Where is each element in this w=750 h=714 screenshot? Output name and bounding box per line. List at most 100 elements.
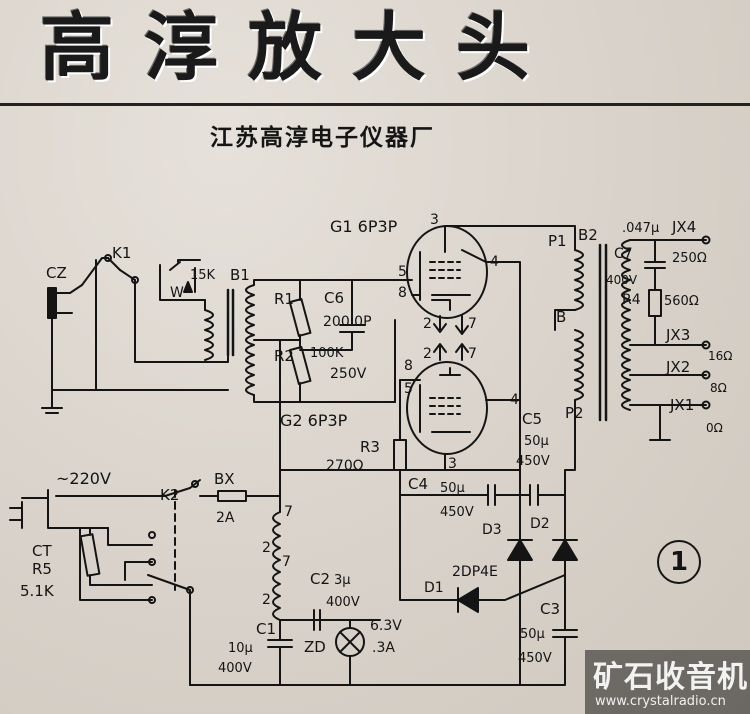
resistor-r4 <box>648 289 662 346</box>
label-k2: K2 <box>160 486 179 504</box>
label-zd: ZD <box>304 638 326 656</box>
label-c4-volt: 450V <box>440 505 474 520</box>
terminal-jx3 <box>701 340 711 350</box>
capacitor-c4 <box>469 484 521 506</box>
label-c5-value: 50μ <box>524 434 549 449</box>
label-c4: C4 <box>408 475 428 493</box>
label-b1: B1 <box>230 266 250 284</box>
pin-7-bot: 7 <box>468 346 477 362</box>
label-b: B <box>556 308 566 326</box>
capacitor-c2 <box>304 609 336 631</box>
label-jx3: JX3 <box>665 326 690 344</box>
label-r5: R5 <box>32 560 52 578</box>
watermark: 矿石收音机 www.crystalradio.cn <box>585 650 750 714</box>
label-jx4-imp: 250Ω <box>672 251 707 266</box>
potentiometer-w <box>159 259 206 311</box>
label-g1: G1 6P3P <box>330 217 398 236</box>
label-w-value: 15K <box>190 268 216 283</box>
label-r3-value: 270Ω <box>326 458 364 474</box>
label-c5: C5 <box>522 410 542 428</box>
choke-pin-2a: 2 <box>262 540 271 556</box>
label-jx3-imp: 16Ω <box>708 349 732 363</box>
label-c2-volt: 400V <box>326 595 360 610</box>
label-c1-volt: 400V <box>218 661 252 676</box>
label-c3-volt: 450V <box>518 651 552 666</box>
label-r5-value: 5.1K <box>20 582 55 600</box>
pin-5-bot: 5 <box>404 381 413 397</box>
plate-line-g1 <box>499 261 521 491</box>
page-title: 高淳放大头 <box>40 5 560 91</box>
terminal-jx1 <box>701 400 711 410</box>
capacitor-c5 <box>519 484 566 506</box>
capacitor-c7 <box>644 239 666 291</box>
label-250v: 250V <box>330 366 367 382</box>
label-c6-value: 200 0P <box>323 314 372 330</box>
label-c7-value: .047μ <box>622 221 659 236</box>
label-w: W <box>170 285 184 301</box>
label-cz: CZ <box>46 264 67 282</box>
figure-number: 1 <box>657 540 701 584</box>
label-bx: BX <box>214 470 235 488</box>
label-p1: P1 <box>548 232 567 250</box>
pin-7-top: 7 <box>468 316 477 332</box>
label-jx1: JX1 <box>669 396 694 414</box>
choke-pin-7b: 7 <box>282 554 291 570</box>
label-r2-value: 100K <box>310 346 344 361</box>
input-jack-cz <box>47 284 83 391</box>
label-d2: D2 <box>530 516 550 532</box>
terminal-jx2 <box>701 370 711 380</box>
tube-g1 <box>394 225 576 403</box>
label-jx4: JX4 <box>671 218 696 236</box>
label-k1: K1 <box>112 244 131 262</box>
mains-plug <box>9 489 166 529</box>
arrow-2-bot <box>433 343 447 361</box>
pin-5-top: 5 <box>398 264 407 280</box>
grid-network <box>279 279 365 471</box>
pin-4-bot: 4 <box>510 392 519 408</box>
label-c7-volt: 400V <box>606 273 638 287</box>
label-r1: R1 <box>274 290 294 308</box>
label-g2: G2 6P3P <box>280 411 348 430</box>
input-transformer-b1 <box>204 279 396 403</box>
label-c7: C7 <box>614 246 633 262</box>
watermark-name: 矿石收音机 <box>593 660 748 695</box>
label-r4-value: 560Ω <box>664 294 699 309</box>
diode-d3 <box>507 489 533 621</box>
label-zd-volt: 6.3V <box>370 618 402 634</box>
pin-2-bot: 2 <box>423 346 432 362</box>
label-jx2-imp: 8Ω <box>710 381 727 395</box>
arrow-7-bot <box>455 343 469 361</box>
label-r2: R2 <box>274 347 294 365</box>
capacitor-c3 <box>519 619 578 686</box>
capacitor-c1 <box>267 619 293 686</box>
label-c3-value: 50μ <box>520 627 545 642</box>
label-c1: C1 <box>256 620 276 638</box>
label-d3: D3 <box>482 522 502 538</box>
label-bx-value: 2A <box>216 510 235 526</box>
label-r3: R3 <box>360 438 380 456</box>
output-transformer <box>554 239 707 491</box>
label-c3: C3 <box>540 600 560 618</box>
pin-3-bot: 3 <box>448 456 457 472</box>
choke-pin-2b: 2 <box>262 592 271 608</box>
pin-4-top: 4 <box>490 254 499 270</box>
manufacturer-subtitle: 江苏高淳电子仪器厂 <box>210 125 435 151</box>
tube-g2 <box>399 361 521 471</box>
pin-8-bot: 8 <box>404 358 413 374</box>
pin-8-top: 8 <box>398 285 407 301</box>
label-d1: D1 <box>424 580 444 596</box>
label-diode-type: 2DP4E <box>452 564 498 580</box>
label-c6: C6 <box>324 289 344 307</box>
label-c5-volt: 450V <box>516 454 550 469</box>
diode-d2 <box>552 489 578 621</box>
watermark-url: www.crystalradio.cn <box>595 694 726 709</box>
label-zd-amp: .3A <box>372 640 395 656</box>
pin-3-top: 3 <box>430 212 439 228</box>
label-jx1-imp: 0Ω <box>706 421 723 435</box>
pin-2-top: 2 <box>423 316 432 332</box>
lamp-zd <box>335 619 365 686</box>
resistor-r5 <box>79 527 153 586</box>
label-c1-value: 10μ <box>228 641 253 656</box>
